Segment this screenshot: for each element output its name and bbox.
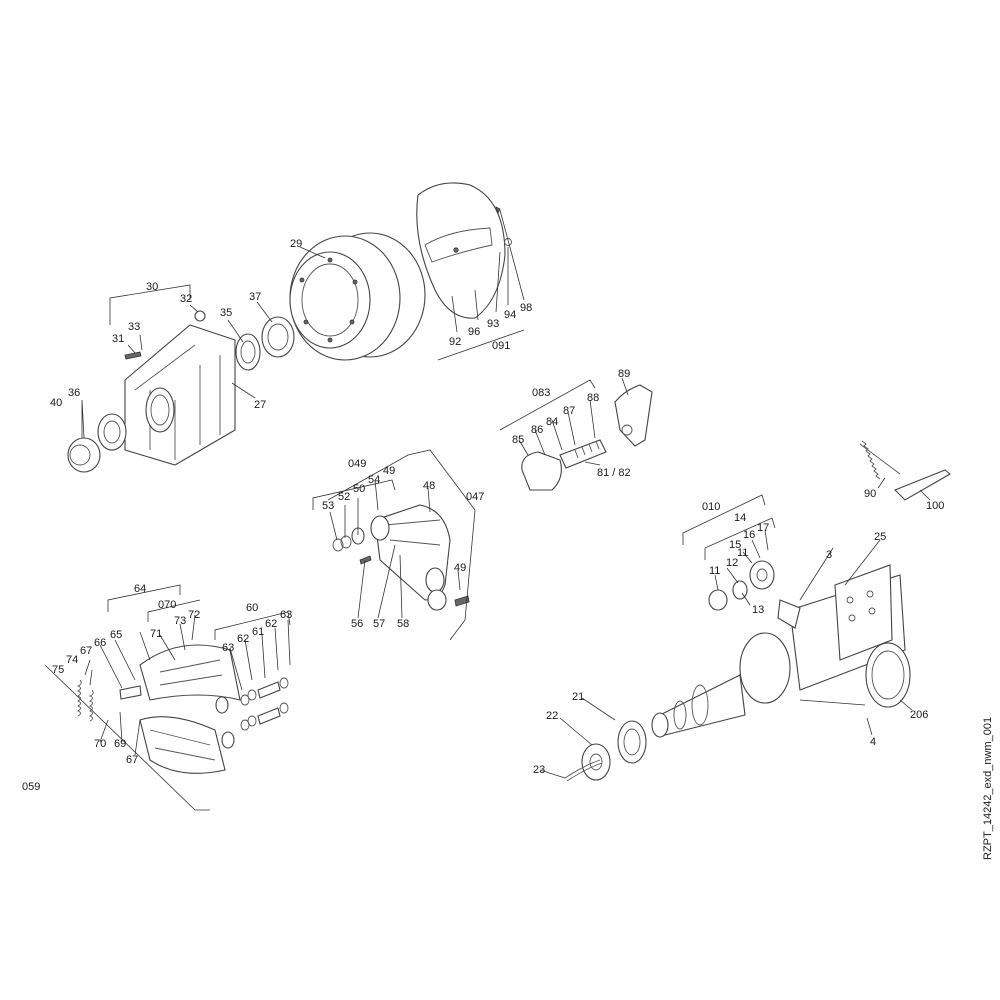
callout-88: 88 (587, 392, 599, 404)
callout-35: 35 (220, 307, 232, 319)
callout-100: 100 (926, 500, 944, 512)
callout-11a: 11 (737, 547, 748, 559)
axle-nut-set (564, 720, 647, 782)
callout-67b: 67 (126, 754, 138, 766)
callout-29: 29 (290, 238, 302, 250)
callout-091: 091 (492, 340, 510, 352)
callout-37: 37 (249, 291, 261, 303)
spring-and-tool (859, 440, 951, 501)
callout-87: 87 (563, 405, 575, 417)
leader-lines (44, 209, 931, 811)
callout-61: 61 (252, 626, 264, 638)
callout-64: 64 (134, 583, 146, 595)
callout-89: 89 (618, 368, 630, 380)
callout-72: 72 (188, 609, 200, 621)
callout-74: 74 (66, 654, 78, 666)
callout-070: 070 (158, 599, 176, 611)
callout-labels: 29 30 32 37 35 33 31 36 40 27 92 96 93 9… (22, 238, 944, 793)
callout-23: 23 (533, 764, 545, 776)
callout-3: 3 (826, 549, 832, 561)
callout-62a: 62 (265, 618, 277, 630)
callout-56: 56 (351, 618, 363, 630)
callout-16: 16 (743, 529, 755, 541)
abs-sensor-parts (708, 560, 775, 611)
wheel-hub (124, 310, 236, 466)
callout-32: 32 (180, 293, 192, 305)
callout-010: 010 (702, 501, 720, 513)
callout-60: 60 (246, 602, 258, 614)
callout-54: 54 (368, 474, 380, 486)
callout-67a: 67 (80, 645, 92, 657)
callout-92: 92 (449, 336, 461, 348)
callout-22: 22 (546, 710, 558, 722)
callout-58: 58 (397, 618, 409, 630)
callout-50: 50 (353, 483, 365, 495)
callout-66: 66 (94, 637, 106, 649)
callout-4: 4 (870, 736, 876, 748)
callout-94: 94 (504, 309, 516, 321)
callout-30: 30 (146, 281, 158, 293)
brake-pins-and-springs (76, 677, 289, 731)
callout-52: 52 (338, 491, 350, 503)
callout-11b: 11 (709, 565, 720, 577)
callout-63a: 63 (280, 609, 292, 621)
callout-81-82: 81 / 82 (597, 467, 631, 479)
callout-206: 206 (910, 709, 928, 721)
callout-86: 86 (531, 424, 543, 436)
callout-17: 17 (757, 522, 769, 534)
dust-cover (416, 182, 512, 319)
callout-48: 48 (423, 480, 435, 492)
callout-31: 31 (112, 333, 124, 345)
callout-15: 15 (729, 539, 741, 551)
callout-083: 083 (532, 387, 550, 399)
callout-96: 96 (468, 326, 480, 338)
callout-13: 13 (752, 604, 764, 616)
callout-12: 12 (726, 557, 738, 569)
brake-drum (289, 232, 426, 361)
callout-70: 70 (94, 738, 106, 750)
callout-90: 90 (864, 488, 876, 500)
callout-21: 21 (572, 691, 584, 703)
callout-53: 53 (322, 500, 334, 512)
callout-27: 27 (254, 399, 266, 411)
callout-93: 93 (487, 318, 499, 330)
callout-49b: 49 (454, 562, 466, 574)
callout-63b: 63 (222, 642, 234, 654)
callout-75: 75 (52, 664, 64, 676)
bearing-and-seal-set (67, 316, 295, 473)
callout-84: 84 (546, 416, 558, 428)
callout-65: 65 (110, 629, 122, 641)
callout-059: 059 (22, 781, 40, 793)
brake-carrier (332, 504, 470, 611)
callout-98: 98 (520, 302, 532, 314)
camshaft-assembly (521, 384, 653, 491)
callout-62b: 62 (237, 633, 249, 645)
drawing-code-label: RZPT_14242_exd_nwm_001 (982, 716, 994, 860)
callout-49a: 49 (383, 465, 395, 477)
brake-shoes (139, 644, 241, 774)
callout-049: 049 (348, 458, 366, 470)
callout-73: 73 (174, 615, 186, 627)
callout-85: 85 (512, 434, 524, 446)
callout-33: 33 (128, 321, 140, 333)
callout-047: 047 (466, 491, 484, 503)
callout-69: 69 (114, 738, 126, 750)
callout-71: 71 (150, 628, 162, 640)
callout-14: 14 (734, 512, 746, 524)
callout-40: 40 (50, 397, 62, 409)
callout-36: 36 (68, 387, 80, 399)
callout-57: 57 (373, 618, 385, 630)
callout-25: 25 (874, 531, 886, 543)
axle-beam (651, 564, 911, 738)
